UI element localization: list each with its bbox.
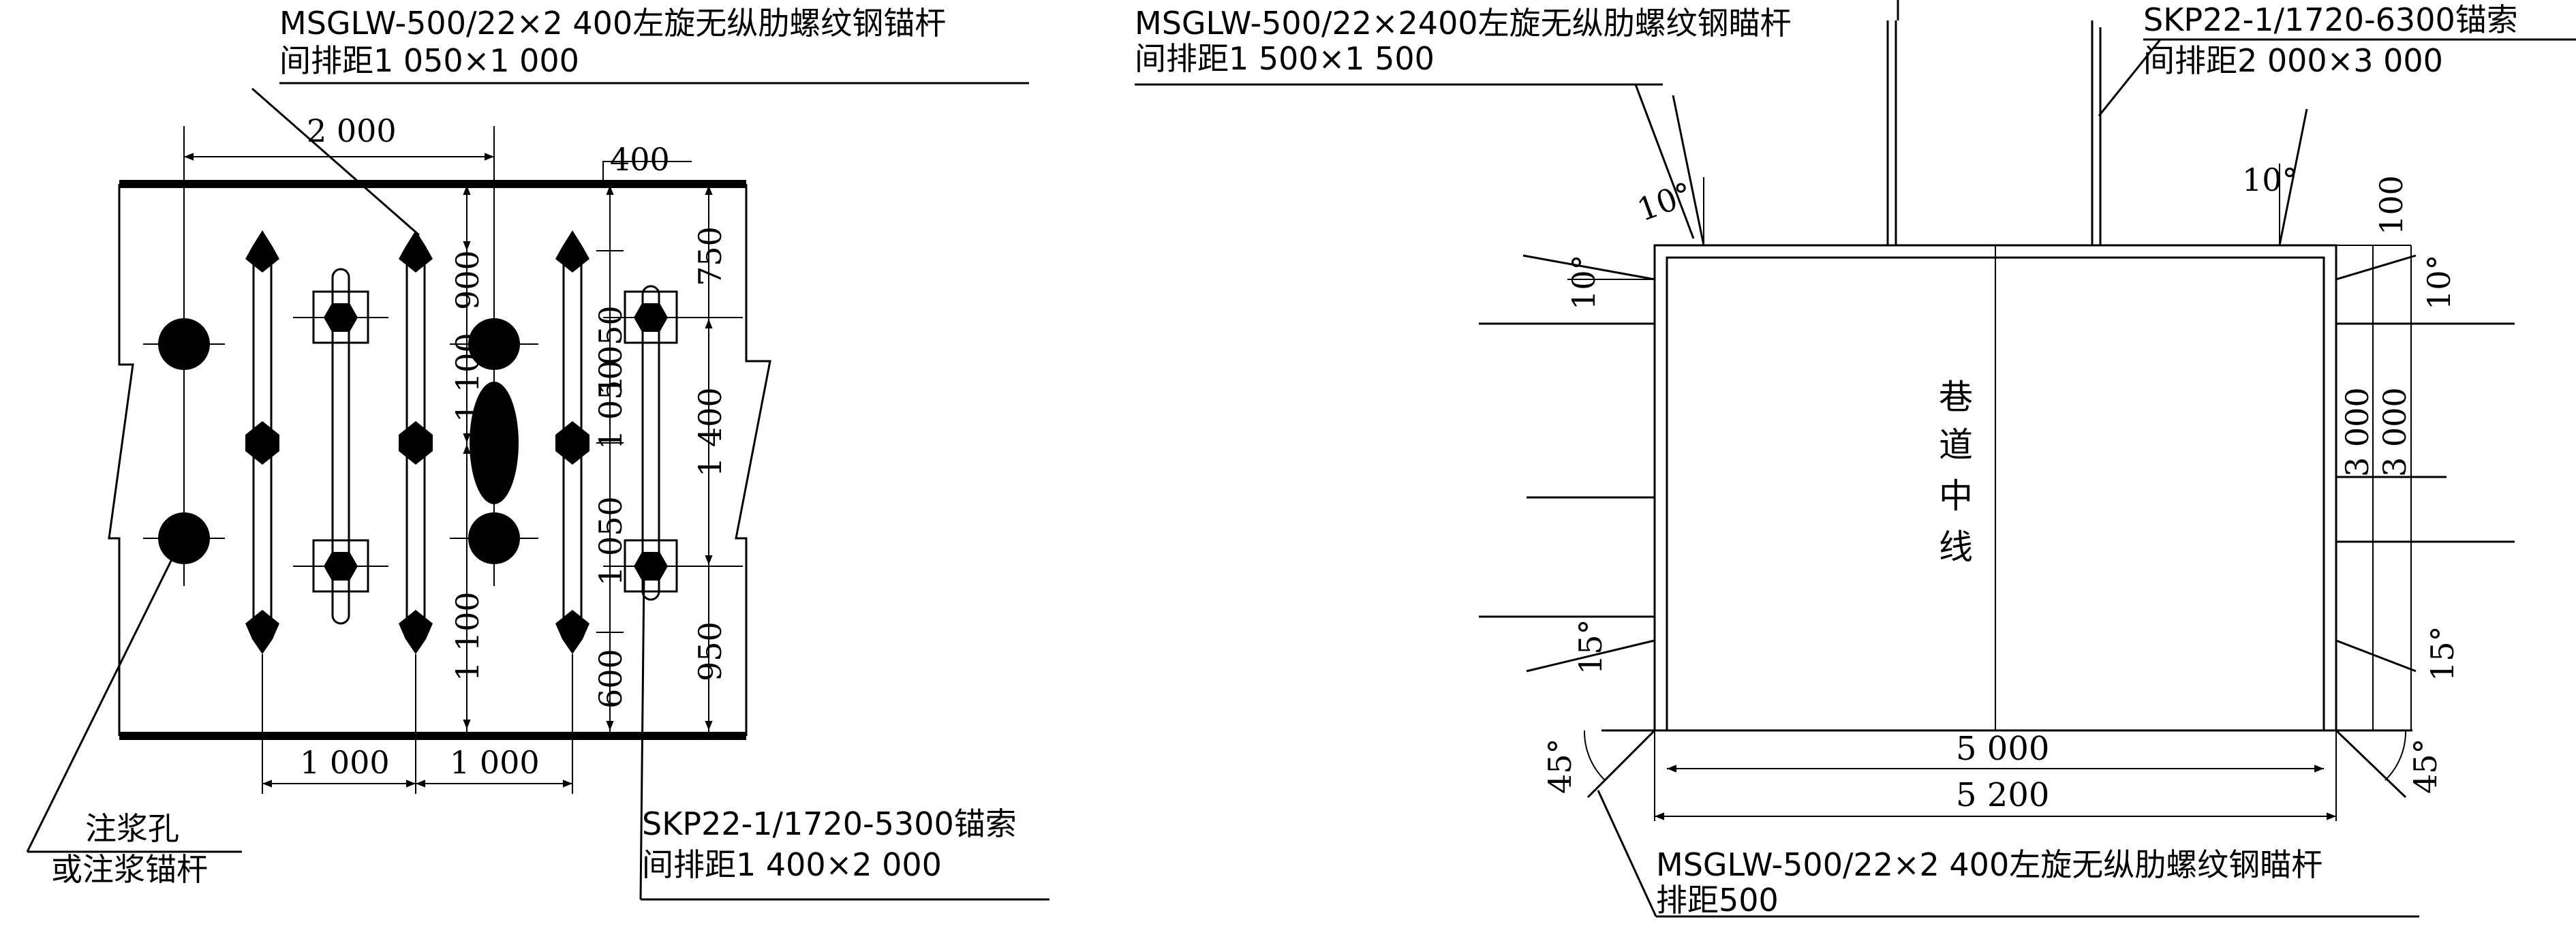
centerline-char-1: 巷 — [1939, 377, 1973, 417]
dim-400-leader — [602, 161, 692, 183]
bolt-head-2a — [399, 230, 433, 273]
section-floor-bolt-callout-line1: MSGLW-500/22×2 400左旋无纵肋螺纹钢瞄杆 — [1656, 846, 2322, 883]
cable-anchor-1a — [324, 303, 358, 332]
center-grout-hole-2 — [468, 512, 520, 564]
centerline-char-3: 中 — [1939, 476, 1973, 516]
dim-5000-label: 5 000 — [1956, 730, 2049, 768]
angle-10-left: 10° — [1565, 254, 1602, 310]
dim-5200-label: 5 200 — [1956, 776, 2049, 814]
dim-1050-a-label: 1 050 — [592, 305, 629, 395]
plan-bolt-callout-line2: 间排距1 050×1 000 — [279, 42, 579, 79]
cable-anchor-1b — [324, 552, 358, 581]
angle-10-top-right: 10° — [2242, 161, 2298, 198]
roof-bolt-left — [1672, 95, 1705, 246]
centerline-char-2: 道 — [1939, 425, 1973, 465]
floor-bolt-right — [2335, 729, 2407, 799]
dim-3000-b-label: 3 000 — [2376, 387, 2413, 477]
section-bolt-callout-line2: 间排距1 500×1 500 — [1135, 40, 1435, 77]
angle-15-left: 15° — [1572, 619, 1609, 675]
wall-bolt-right-1 — [2335, 254, 2417, 281]
angle-45-right-arc — [2385, 730, 2407, 781]
dim-1000-a-label: 1 000 — [300, 744, 390, 781]
cable-leader — [639, 575, 645, 900]
plan-bolt-callout-line1: MSGLW-500/22×2 400左旋无纵肋螺纹钢锚杆 — [279, 5, 946, 42]
angle-10-right: 10° — [2421, 254, 2457, 310]
plan-cable-callout-line1: SKP22-1/1720-5300锚索 — [642, 805, 1017, 842]
center-grout-ellipse — [470, 382, 519, 504]
plan-left-break-line — [108, 184, 134, 736]
bolt-head-1c — [245, 610, 279, 654]
center-grout-hole-1 — [468, 318, 520, 370]
bolt-head-2c — [399, 610, 433, 654]
plan-right-break-line — [735, 184, 771, 736]
bolt-head-2b — [399, 421, 433, 465]
centerline-char-4: 线 — [1939, 527, 1973, 567]
section-cable-callout-line2: 间排距2 000×3 000 — [2143, 42, 2443, 79]
bolt-head-1b — [245, 421, 279, 465]
grout-label-line2: 或注浆锚杆 — [51, 851, 208, 888]
grout-hole-2 — [158, 512, 210, 564]
grout-leader — [26, 555, 175, 852]
angle-15-right: 15° — [2424, 626, 2461, 681]
roof-bolt-right — [2278, 108, 2308, 246]
cable-tie-1 — [331, 268, 350, 625]
cable-anchor-2b — [634, 552, 668, 581]
angle-45-right: 45° — [2407, 738, 2444, 794]
dim-3000-a-label: 3 000 — [2339, 387, 2376, 477]
cable-anchor-2a — [634, 303, 668, 332]
cable-tie-2 — [641, 285, 660, 601]
plan-cable-callout-line2: 间排距1 400×2 000 — [642, 846, 942, 883]
section-bolt-callout-line1: MSGLW-500/22×2400左旋无纵肋螺纹钢瞄杆 — [1135, 5, 1792, 42]
section-floor-bolt-leader — [1597, 790, 1657, 917]
dim-400-label: 400 — [610, 141, 670, 178]
wall-bolt-right-5 — [2335, 639, 2417, 673]
section-bolt-leader — [1634, 84, 1695, 239]
plan-bolt-leader — [251, 87, 420, 236]
wall-bolt-left-1 — [1522, 254, 1655, 281]
dim-1050-c-label: 1 050 — [592, 496, 629, 586]
dim-1050-b-label: 1 050 — [592, 360, 629, 450]
wall-bolt-left-5 — [1526, 639, 1655, 673]
dim-2000-label: 2 000 — [307, 112, 397, 149]
dim-1000-b-label: 1 000 — [450, 744, 540, 781]
grout-hole-1 — [158, 318, 210, 370]
dim-1100-a-label: 1 100 — [449, 333, 486, 422]
section-floor-bolt-callout-line2: 排距500 — [1656, 882, 1779, 919]
angle-45-left-arc — [1583, 730, 1606, 781]
bolt-head-1a — [245, 230, 279, 273]
section-cable-callout-line1: SKP22-1/1720-6300锚索 — [2143, 1, 2518, 38]
bolt-head-3a — [555, 230, 589, 273]
dim-100-label: 100 — [2373, 175, 2410, 235]
floor-bolt-left — [1586, 729, 1656, 799]
grout-label-line1: 注浆孔 — [85, 810, 179, 847]
cross-section-view: MSGLW-500/22×2400左旋无纵肋螺纹钢瞄杆 间排距1 500×1 5… — [1135, 0, 2576, 919]
dim-600-label: 600 — [592, 649, 629, 709]
dim-1100-b-label: 1 100 — [449, 591, 486, 681]
section-cable-leader — [2098, 39, 2162, 117]
bolt-head-3c — [555, 610, 589, 654]
dim-750-label: 750 — [692, 226, 729, 286]
dim-1400-label: 1 400 — [692, 387, 729, 477]
bolt-head-3b — [555, 421, 589, 465]
plan-view: MSGLW-500/22×2 400左旋无纵肋螺纹钢锚杆 间排距1 050×1 … — [26, 5, 1049, 901]
dim-950-label: 950 — [692, 621, 729, 681]
angle-45-left: 45° — [1542, 738, 1578, 794]
dim-900-label: 900 — [449, 250, 486, 310]
